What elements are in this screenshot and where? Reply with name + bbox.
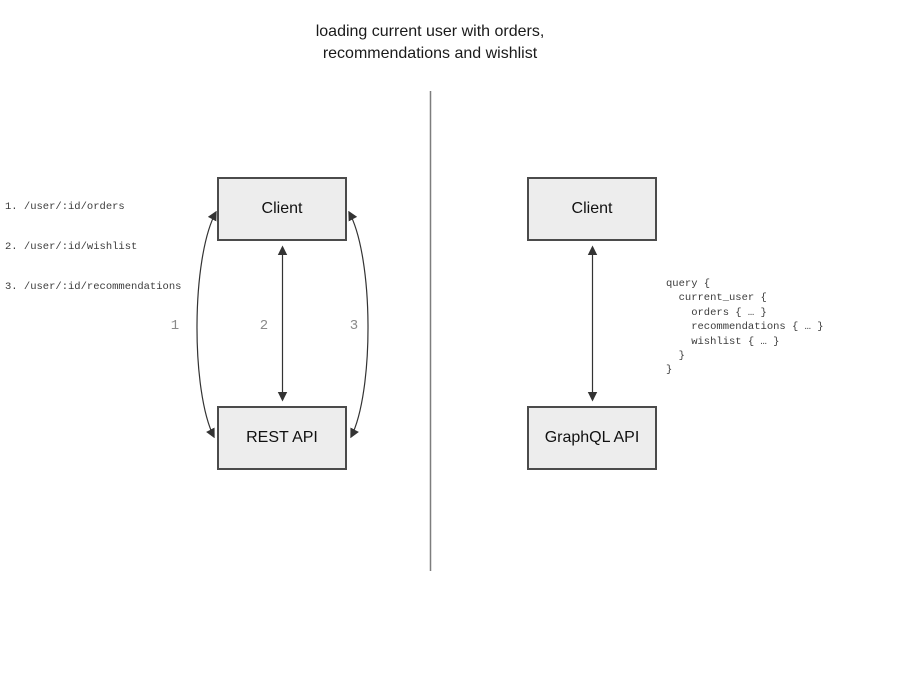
diagram-title: loading current user with orders, recomm… — [315, 23, 545, 62]
rest-arrow-orders — [196, 210, 217, 439]
rest-endpoint-item: 1. /user/:id/orders — [5, 200, 125, 213]
rest-client-node: Client — [217, 177, 347, 241]
graphql-client-label: Client — [571, 200, 613, 217]
rest-endpoint-item: 3. /user/:id/recommendations — [5, 281, 182, 294]
rest-api-node: REST API — [217, 406, 347, 470]
graphql-api-label: GraphQL API — [544, 429, 640, 446]
rest-call-number-2: 2 — [259, 318, 269, 334]
rest-client-label: Client — [261, 200, 303, 217]
rest-endpoint-item: 2. /user/:id/wishlist — [5, 241, 138, 254]
graphql-query-snippet: query { current_user { orders { … } reco… — [666, 278, 824, 377]
rest-call-number-3: 3 — [349, 318, 359, 334]
rest-api-label: REST API — [246, 429, 318, 446]
rest-endpoint-list: 1. /user/:id/orders 2. /user/:id/wishlis… — [5, 174, 181, 321]
graphql-api-node: GraphQL API — [527, 406, 657, 470]
graphql-client-node: Client — [527, 177, 657, 241]
rest-call-number-1: 1 — [170, 318, 180, 334]
